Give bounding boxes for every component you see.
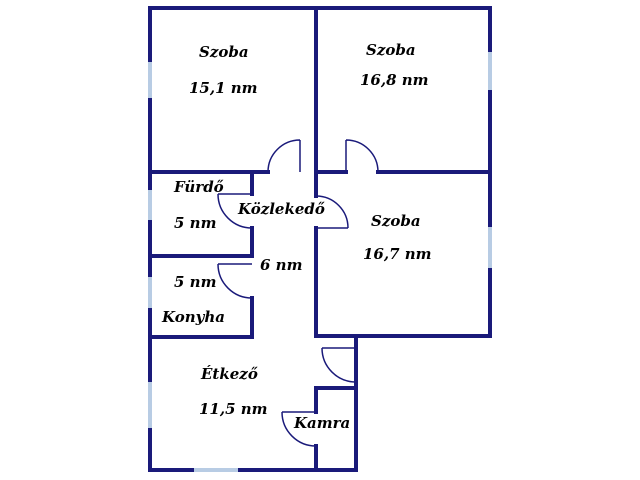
szoba-2-area: 16,8 nm xyxy=(360,71,429,89)
szoba-3-name: Szoba xyxy=(371,212,421,230)
doors xyxy=(217,139,379,447)
szoba-3-area: 16,7 nm xyxy=(363,245,432,263)
kozlekedo-name: Közlekedő xyxy=(237,200,325,218)
furdo-name: Fürdő xyxy=(173,178,224,196)
door-szoba-1 xyxy=(267,139,301,173)
szoba-2-name: Szoba xyxy=(366,41,416,59)
etkezo-name: Étkező xyxy=(200,365,258,383)
furdo-area: 5 nm xyxy=(174,214,216,232)
konyha-area: 5 nm xyxy=(174,273,216,291)
door-szoba-2 xyxy=(345,139,379,173)
interior-walls xyxy=(148,6,492,472)
szoba-1-name: Szoba xyxy=(199,43,249,61)
door-szoba-3 xyxy=(315,195,349,229)
door-konyha xyxy=(217,263,253,299)
door-furdo xyxy=(217,193,253,229)
windows xyxy=(148,50,492,472)
kamra-name: Kamra xyxy=(293,414,350,432)
etkezo-area: 11,5 nm xyxy=(199,400,268,418)
room-labels: Szoba 15,1 nm Szoba 16,8 nm Fürdő 5 nm K… xyxy=(161,41,432,434)
szoba-1-area: 15,1 nm xyxy=(189,79,258,97)
konyha-name: Konyha xyxy=(161,308,225,326)
door-etkezo xyxy=(321,347,357,383)
kozlekedo-area: 6 nm xyxy=(260,256,302,274)
door-kamra xyxy=(281,411,317,447)
